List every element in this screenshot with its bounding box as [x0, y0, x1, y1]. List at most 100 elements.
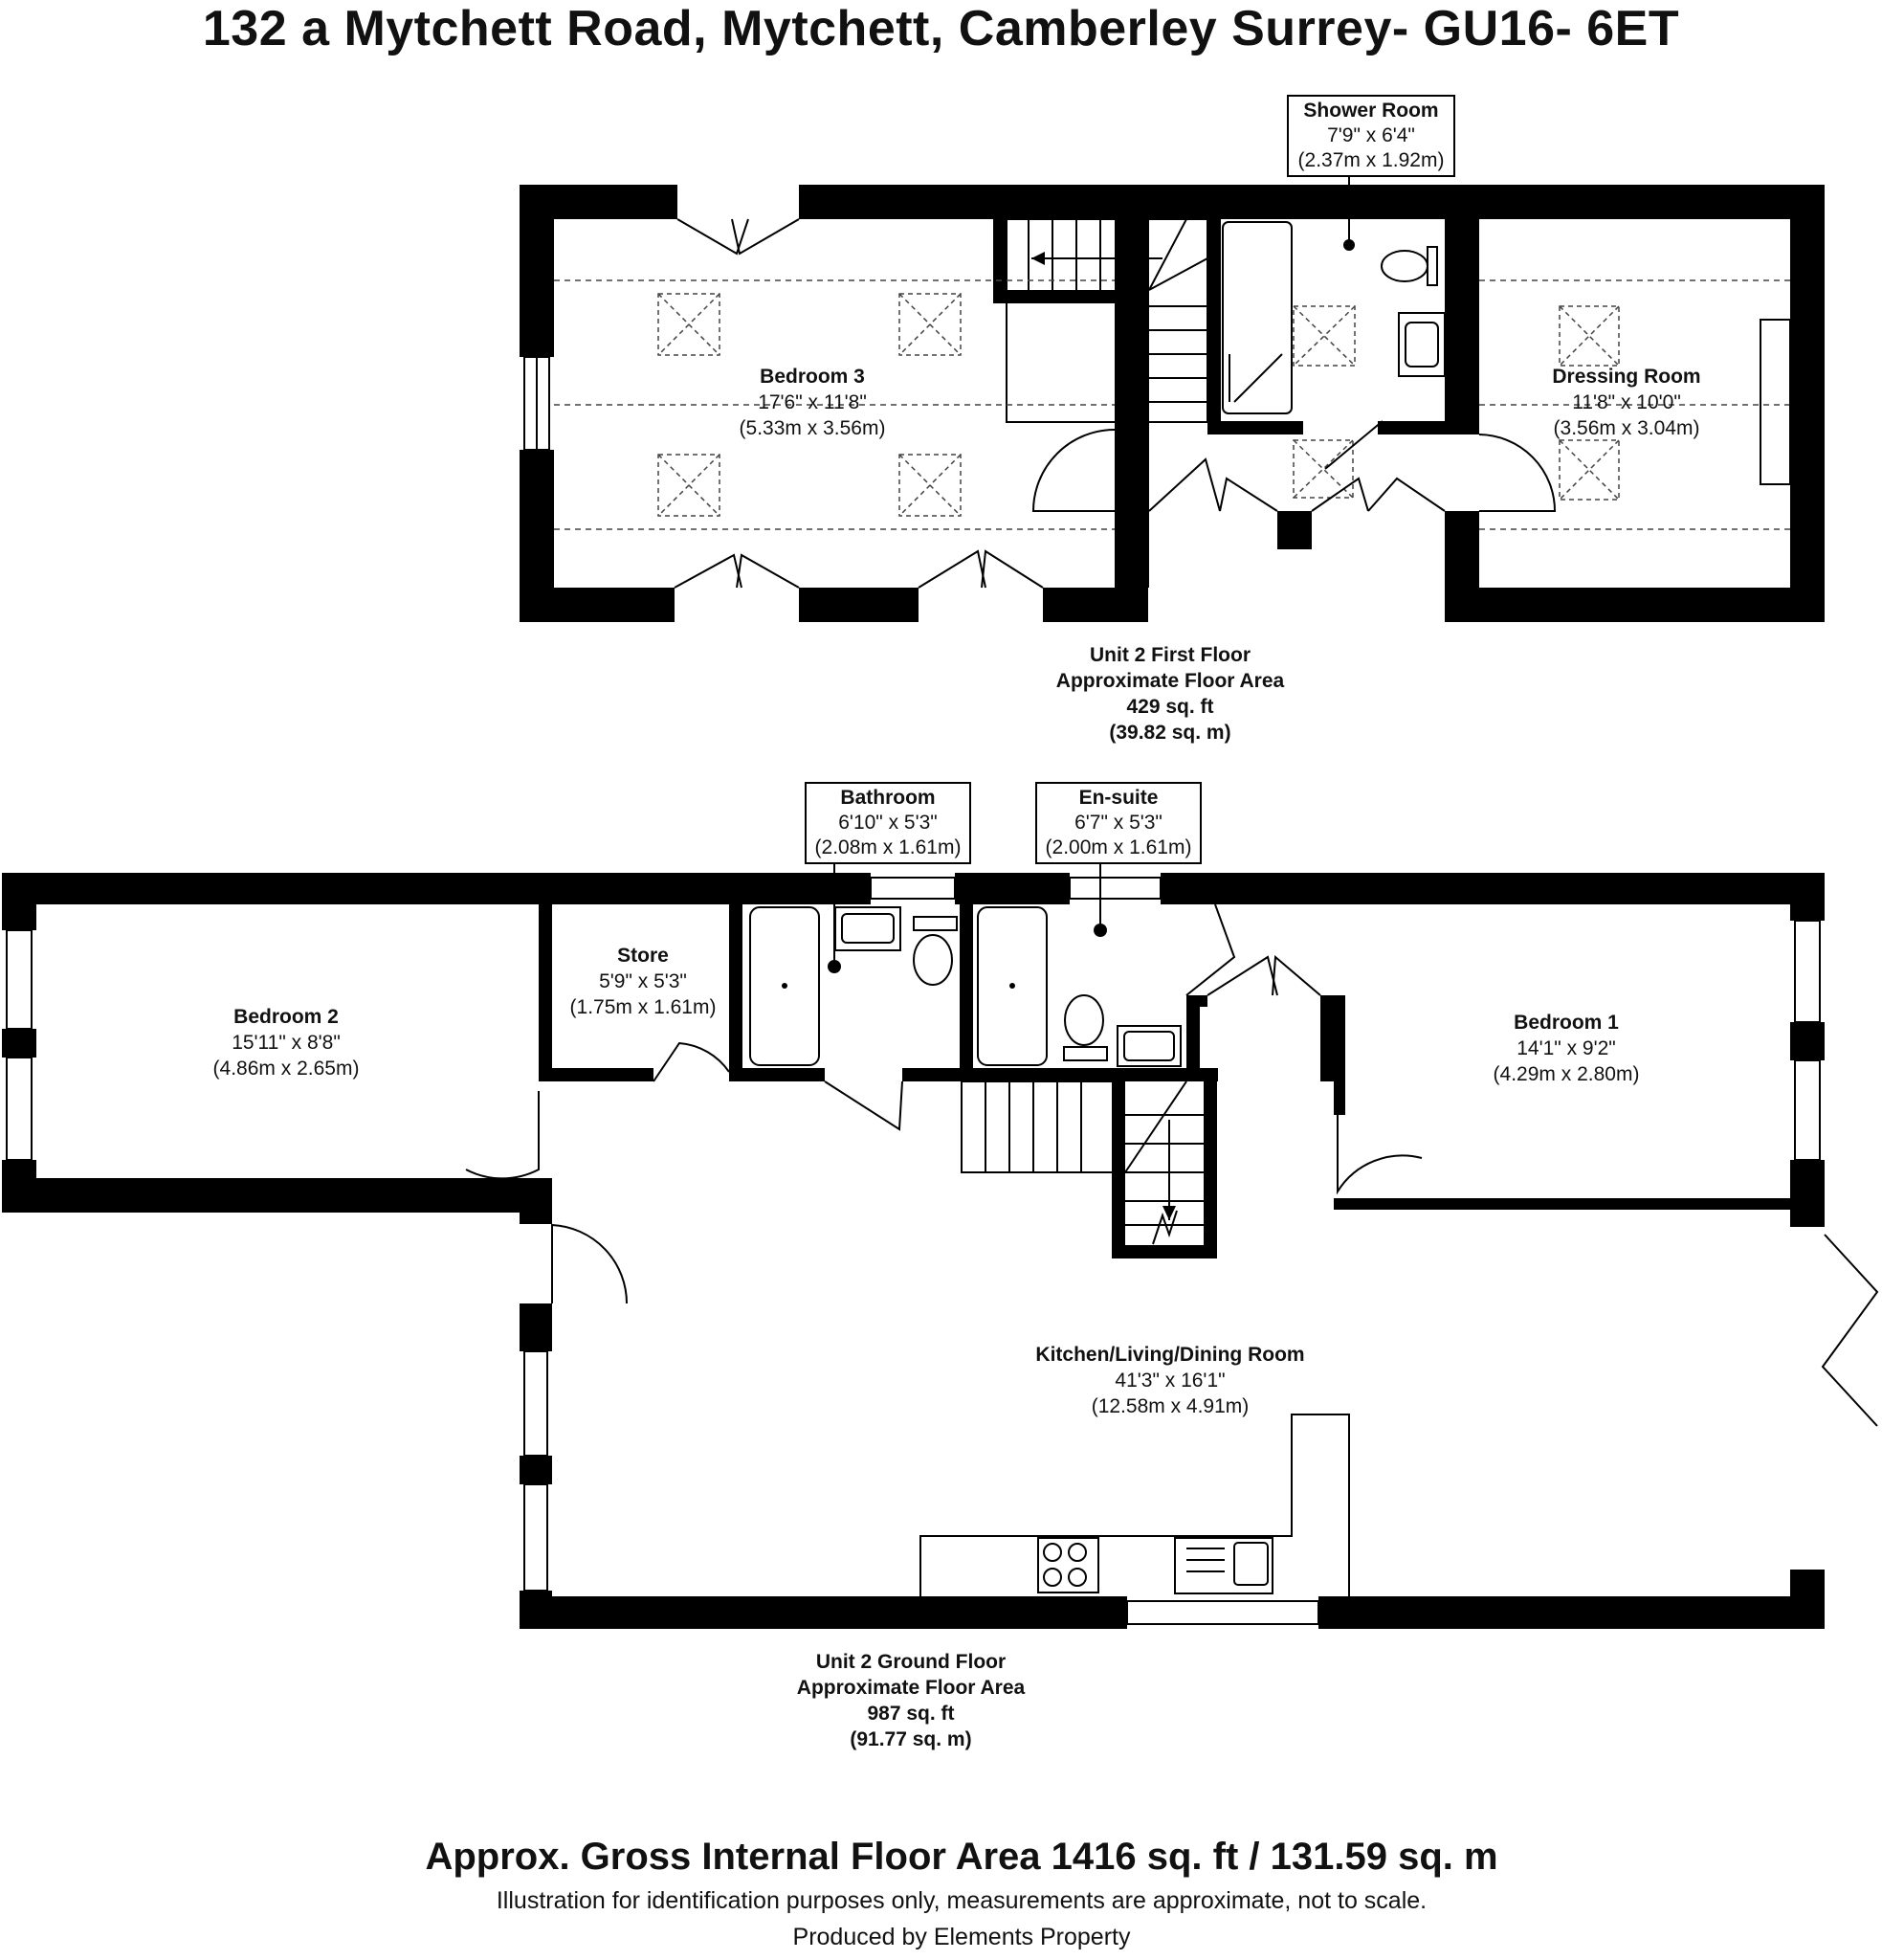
wall — [960, 904, 973, 1081]
kitchen-counter — [919, 1414, 1350, 1596]
door — [1324, 420, 1384, 470]
room-size-imperial: 6'10" x 5'3" — [838, 812, 938, 834]
wall — [799, 588, 919, 622]
wall — [1790, 1022, 1825, 1060]
wall — [902, 1068, 1218, 1081]
room-size-imperial: 17'6" x 11'8" — [758, 391, 867, 413]
room-size-metric: (2.00m x 1.61m) — [1046, 836, 1192, 858]
room-size-imperial: 15'11" x 8'8" — [232, 1032, 341, 1054]
door — [1185, 903, 1236, 996]
wall — [539, 1068, 653, 1081]
wall — [1186, 995, 1200, 1081]
wall — [2, 873, 871, 904]
wall — [1790, 185, 1825, 622]
wall — [2, 1029, 36, 1058]
window — [6, 929, 33, 1030]
wall — [1207, 219, 1221, 425]
area-heading: Unit 2 Ground Floor — [816, 1651, 1006, 1673]
wall — [1115, 511, 1149, 588]
room-name: Bedroom 1 — [1514, 1012, 1619, 1034]
wall — [1334, 995, 1345, 1115]
toilet — [913, 916, 958, 986]
room-name: Store — [617, 945, 669, 967]
room-size-metric: (4.86m x 2.65m) — [213, 1058, 360, 1080]
wall — [520, 1596, 1127, 1629]
label-bedroom-1: Bedroom 1 14'1" x 9'2" (4.29m x 2.80m) — [1494, 1012, 1640, 1085]
window — [523, 1350, 548, 1457]
room-size-metric: (2.37m x 1.92m) — [1298, 149, 1445, 171]
wall — [2, 873, 36, 930]
wall — [993, 290, 1115, 303]
toilet — [1381, 246, 1438, 286]
wall — [1378, 421, 1464, 434]
ground-floor-area: Unit 2 Ground Floor Approximate Floor Ar… — [797, 1651, 1026, 1750]
toilet — [1063, 994, 1108, 1061]
bathtub — [749, 906, 820, 1066]
door — [1219, 477, 1278, 512]
wall — [1318, 1596, 1825, 1629]
room-name: Kitchen/Living/Dining Room — [1035, 1344, 1304, 1366]
staircase — [1006, 218, 1208, 423]
door — [1148, 457, 1221, 512]
label-dressing-room: Dressing Room 11'8" x 10'0" (3.56m x 3.0… — [1552, 366, 1700, 439]
wall — [1790, 1160, 1825, 1227]
area-subheading: Approximate Floor Area — [1056, 670, 1285, 692]
skylight — [1559, 305, 1620, 367]
wall — [1043, 588, 1148, 622]
door — [1311, 477, 1369, 512]
window — [1126, 1600, 1319, 1625]
label-kitchen-living-dining: Kitchen/Living/Dining Room 41'3" x 16'1"… — [1035, 1344, 1304, 1417]
first-floor-area: Unit 2 First Floor Approximate Floor Are… — [1056, 644, 1285, 744]
skylight — [1293, 439, 1354, 499]
window-door — [918, 549, 1044, 589]
door — [1337, 1115, 1423, 1195]
room-size-metric: (1.75m x 1.61m) — [570, 996, 717, 1018]
wall — [1790, 873, 1825, 921]
wall — [1207, 421, 1303, 434]
label-en-suite: En-suite 6'7" x 5'3" (2.00m x 1.61m) — [1035, 782, 1202, 930]
room-size-imperial: 41'3" x 16'1" — [1115, 1370, 1225, 1392]
hob — [1037, 1537, 1099, 1593]
wall — [799, 185, 1825, 219]
room-name: Bathroom — [840, 787, 935, 809]
wall — [1320, 995, 1334, 1081]
wall — [729, 904, 742, 1081]
skylight — [657, 454, 720, 517]
wall — [1334, 1198, 1790, 1210]
door — [653, 1041, 730, 1082]
door — [824, 1080, 903, 1131]
room-name: Shower Room — [1303, 100, 1438, 122]
window — [1794, 920, 1821, 1023]
wall — [1161, 873, 1825, 904]
gross-internal-area: Approx. Gross Internal Floor Area 1416 s… — [425, 1836, 1498, 1878]
bathtub — [977, 906, 1048, 1066]
window-door — [676, 218, 800, 256]
label-bathroom: Bathroom 6'10" x 5'3" (2.08m x 1.61m) — [805, 782, 971, 967]
room-size-metric: (3.56m x 3.04m) — [1554, 417, 1700, 439]
wall — [520, 1178, 552, 1224]
wall — [1790, 1570, 1825, 1629]
basin — [834, 906, 901, 951]
shower-tray — [1222, 221, 1293, 414]
skylight — [1559, 439, 1620, 501]
room-size-imperial: 5'9" x 5'3" — [599, 970, 687, 992]
producer-credit: Produced by Elements Property — [792, 1924, 1131, 1950]
area-sqft: 987 sq. ft — [867, 1703, 954, 1725]
wall — [520, 1303, 552, 1351]
door — [465, 1091, 540, 1180]
room-size-imperial: 14'1" x 9'2" — [1517, 1037, 1616, 1059]
area-sqft: 429 sq. ft — [1126, 696, 1213, 718]
door — [1367, 477, 1446, 512]
skylight — [898, 454, 962, 517]
wall — [520, 185, 554, 357]
room-size-metric: (5.33m x 3.56m) — [740, 417, 886, 439]
room-size-metric: (2.08m x 1.61m) — [815, 836, 962, 858]
door — [1272, 954, 1321, 996]
wall — [1277, 511, 1312, 549]
wall — [993, 219, 1007, 303]
door — [1478, 434, 1557, 512]
wall — [1115, 219, 1149, 511]
room-name: Bedroom 2 — [233, 1006, 339, 1028]
wall — [729, 1068, 825, 1081]
